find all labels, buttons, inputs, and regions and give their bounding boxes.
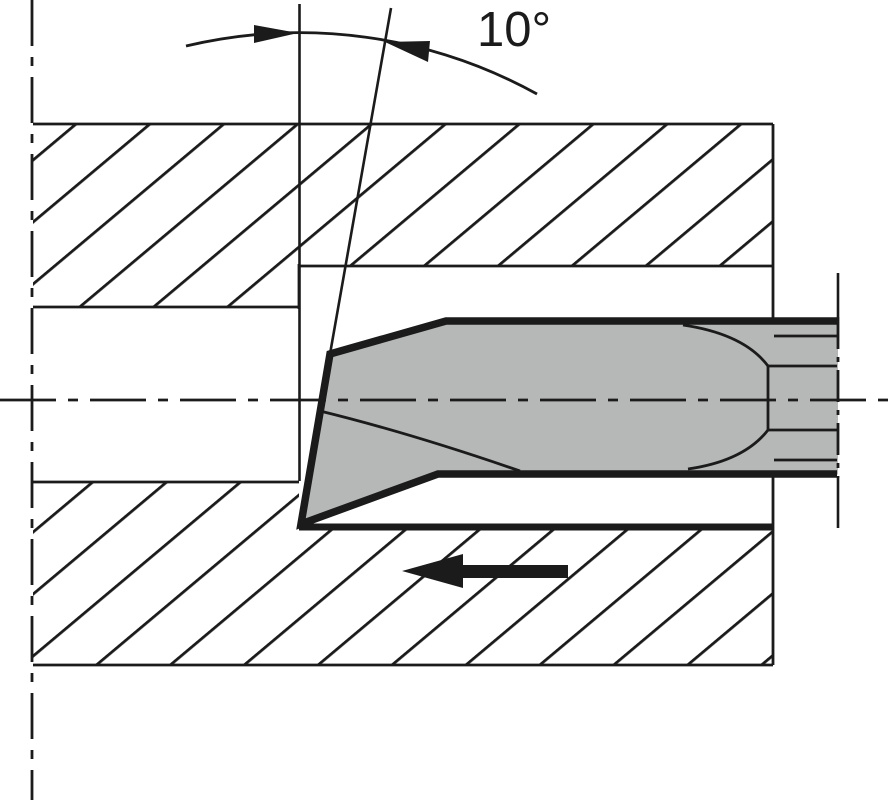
- neck-transition-top-curve: [682, 323, 770, 367]
- angle-annotation: 10°: [185, 3, 551, 481]
- feed-direction-arrow-icon: [402, 554, 568, 588]
- angle-dimension-arc: [185, 31, 538, 96]
- boring-bar-outline: [296, 317, 837, 530]
- neck-transition-bottom-curve: [687, 429, 770, 471]
- arc-arrowhead-right-icon: [385, 41, 430, 62]
- upper-section-hatch-fill: [33, 124, 773, 307]
- inclined-cutting-edge-line: [328, 7, 393, 355]
- angle-label: 10°: [477, 3, 551, 57]
- boring-bar: [296, 273, 840, 530]
- insert-boundary-curve: [319, 409, 521, 473]
- workpiece-upper-cross-section: [33, 122, 773, 309]
- arc-arrowhead-left-icon: [254, 25, 298, 43]
